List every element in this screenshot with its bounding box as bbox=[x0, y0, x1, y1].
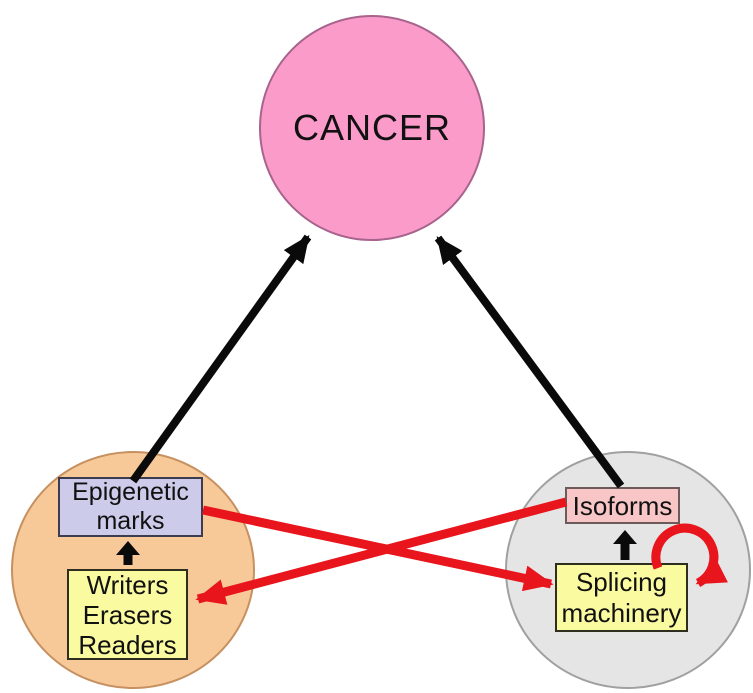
cancer-label: CANCER bbox=[292, 107, 451, 148]
epigenetic-marks-box: Epigenetic marks bbox=[58, 477, 203, 537]
splicing-machinery-label: Splicing machinery bbox=[561, 566, 682, 628]
cancer-circle bbox=[259, 15, 485, 241]
writers-erasers-readers-label: Writers Erasers Readers bbox=[78, 569, 177, 660]
isoforms-box: Isoforms bbox=[565, 487, 680, 524]
splicing-machinery-box: Splicing machinery bbox=[555, 563, 688, 632]
cancer-node: CANCER bbox=[262, 105, 482, 151]
isoforms-label: Isoforms bbox=[572, 490, 673, 521]
writers-erasers-readers-box: Writers Erasers Readers bbox=[67, 569, 188, 660]
epigenetic-marks-label: Epigenetic marks bbox=[72, 478, 189, 535]
